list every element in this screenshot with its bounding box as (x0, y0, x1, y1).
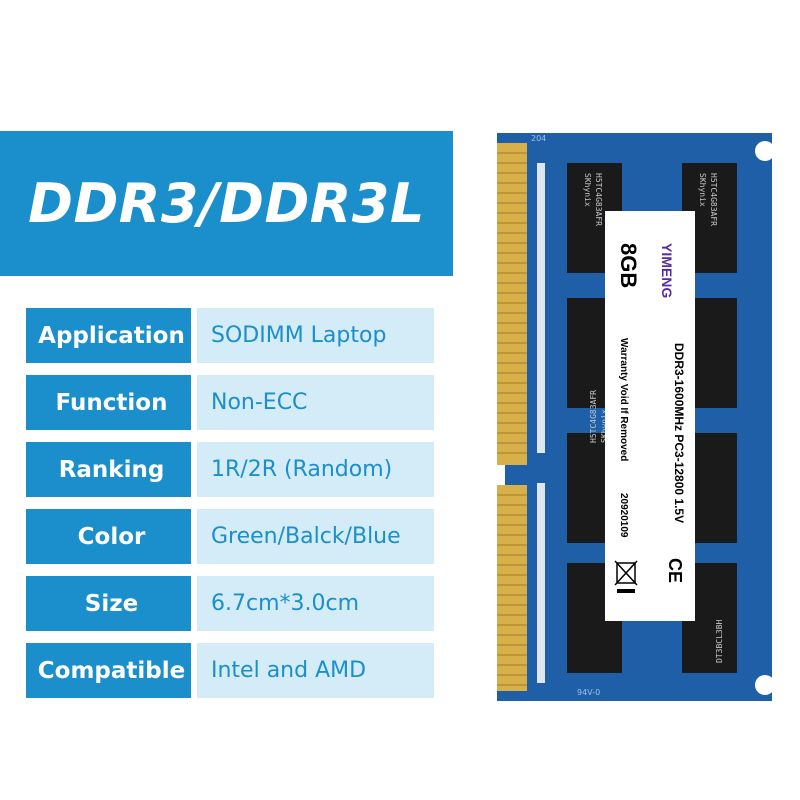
pcb-top-code: 204 (531, 134, 546, 143)
resistor-strip (537, 163, 545, 683)
spec-row-ranking: Ranking 1R/2R (Random) (26, 442, 434, 497)
chip-brand: SKhynix (583, 173, 592, 207)
capacity-text: 8GB (616, 243, 641, 288)
chip-model: H5TC4G83AFR (709, 173, 718, 226)
chip-model: H5TC4G83AFR (594, 173, 603, 226)
brand-logo-text: YIMENG (659, 243, 675, 298)
spec-row-compatible: Compatible Intel and AMD (26, 643, 434, 698)
chip-model: H5TC4G83AFR (589, 390, 598, 443)
gold-contacts (497, 143, 527, 691)
spec-label: Compatible (26, 643, 191, 698)
spec-row-color: Color Green/Balck/Blue (26, 509, 434, 564)
spec-value: 1R/2R (Random) (197, 442, 434, 497)
spec-value: Non-ECC (197, 375, 434, 430)
spec-table: Application SODIMM Laptop Function Non-E… (26, 308, 434, 710)
spec-label: Function (26, 375, 191, 430)
spec-value: SODIMM Laptop (197, 308, 434, 363)
chip-brand: SKhynix (698, 173, 707, 207)
chip-brand: SKhynix (600, 409, 609, 443)
page-title: DDR3/DDR3L (28, 172, 425, 235)
ram-module-image: SKhynix H5TC4G83AFR SKhynix H5TC4G83AFR … (497, 133, 772, 701)
spec-row-application: Application SODIMM Laptop (26, 308, 434, 363)
spec-row-size: Size 6.7cm*3.0cm (26, 576, 434, 631)
module-label (605, 211, 695, 621)
mounting-notch-bottom (755, 675, 772, 695)
spec-value: Green/Balck/Blue (197, 509, 434, 564)
ce-mark: CE (665, 558, 685, 583)
chip-lot: DT3BCL3BH (715, 619, 724, 663)
spec-value: Intel and AMD (197, 643, 434, 698)
title-banner: DDR3/DDR3L (0, 131, 453, 276)
spec-row-function: Function Non-ECC (26, 375, 434, 430)
spec-line-text: DDR3-1600MHz PC3-12800 1.5V (672, 343, 686, 523)
spec-value: 6.7cm*3.0cm (197, 576, 434, 631)
spec-label: Color (26, 509, 191, 564)
recycle-bin-icon (614, 560, 638, 586)
bar-mark (617, 589, 635, 593)
date-code-text: 20920109 (618, 493, 629, 538)
spec-label: Application (26, 308, 191, 363)
spec-label: Size (26, 576, 191, 631)
warranty-text: Warranty Void If Removed (618, 338, 629, 461)
mounting-notch-top (755, 141, 772, 161)
spec-label: Ranking (26, 442, 191, 497)
pcb-bottom-code: 94V-0 (577, 688, 600, 697)
